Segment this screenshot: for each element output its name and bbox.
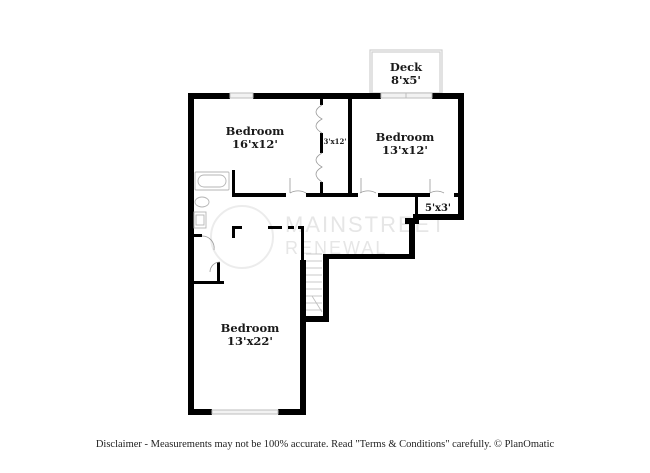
door-swings [201, 104, 445, 273]
windows [211, 92, 433, 415]
room-label-bedroom-2: Bedroom 13'x12' [355, 130, 455, 158]
room-label-deck: Deck 8'x5' [370, 60, 442, 88]
disclaimer-text: Disclaimer - Measurements may not be 100… [95, 439, 555, 450]
room-dims: 13'x22' [227, 334, 273, 349]
room-dims: 13'x12' [382, 143, 428, 158]
room-dims: 8'x5' [391, 73, 421, 88]
room-name: Bedroom [375, 130, 435, 144]
room-dims: 3'x12' [323, 137, 347, 146]
room-dims: 5'x3' [424, 203, 451, 214]
exterior-walls [188, 93, 464, 415]
room-name: Deck [389, 60, 423, 74]
interior-walls [192, 97, 460, 284]
room-label-bedroom-3: Bedroom 13'x22' [200, 321, 300, 349]
room-label-closet-2: 5'x3' [418, 203, 458, 215]
room-label-bedroom-1: Bedroom 16'x12' [205, 124, 305, 152]
room-dims: 16'x12' [232, 137, 278, 152]
room-name: Bedroom [220, 321, 280, 335]
bath-fixtures [193, 171, 230, 229]
watermark-logo [210, 205, 274, 269]
room-name: Bedroom [225, 124, 285, 138]
room-label-closet-1: 3'x12' [322, 137, 348, 146]
staircase [306, 253, 323, 313]
watermark-line2: RENEWAL [285, 238, 388, 258]
